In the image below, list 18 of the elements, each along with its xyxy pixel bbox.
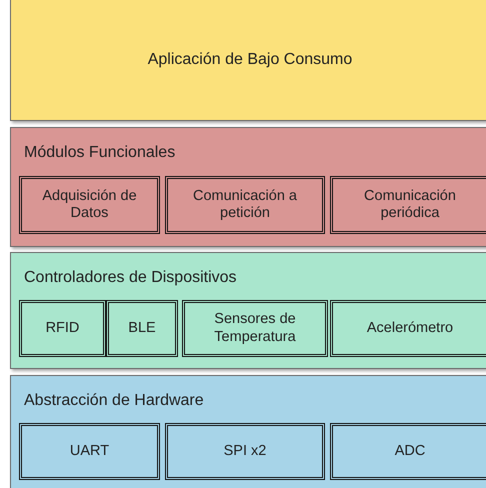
module-block: UART	[19, 423, 160, 480]
module-block: Comunicación periódica	[330, 176, 486, 234]
layer-title: Módulos Funcionales	[24, 144, 176, 162]
module-block: ADC	[330, 423, 486, 480]
module-block: Comunicación a petición	[165, 176, 325, 234]
layer-title: Abstracción de Hardware	[24, 392, 204, 410]
module-block: BLE	[106, 300, 178, 357]
module-block: RFID	[19, 300, 106, 357]
layer-band	[10, 127, 486, 247]
layer-band	[10, 252, 486, 369]
layer-band	[10, 0, 486, 121]
module-block: Sensores de Temperatura	[182, 300, 328, 357]
module-block: Acelerómetro	[330, 300, 486, 357]
module-block: SPI x2	[165, 423, 325, 480]
layer-title: Aplicación de Bajo Consumo	[146, 50, 354, 70]
module-block: Adquisición de Datos	[19, 176, 160, 234]
layer-title: Controladores de Dispositivos	[24, 269, 237, 287]
layer-band	[10, 375, 486, 488]
